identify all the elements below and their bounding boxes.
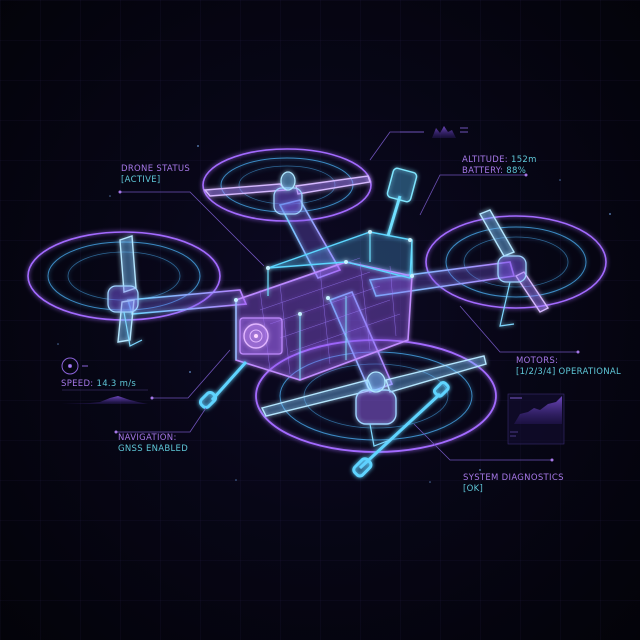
- system-diagnostics-key: SYSTEM DIAGNOSTICS: [463, 473, 564, 483]
- speed-key: SPEED:: [61, 379, 97, 389]
- navigation-key: NAVIGATION:: [118, 433, 177, 443]
- propeller-left: [107, 235, 143, 347]
- callout-navigation: NAVIGATION: GNSS ENABLED: [118, 433, 188, 455]
- drone-status-value: [ACTIVE]: [121, 175, 161, 185]
- target-reticle-icon: [61, 357, 88, 375]
- speed-value: 14.3 m/s: [96, 379, 137, 389]
- camera-icon: [239, 317, 283, 355]
- navigation-value: GNSS ENABLED: [118, 444, 189, 454]
- motors-key: MOTORS:: [516, 356, 559, 366]
- particles: [57, 145, 611, 483]
- battery-line: BATTERY: 88%: [462, 166, 537, 177]
- callout-system-diagnostics: SYSTEM DIAGNOSTICS [OK]: [463, 473, 564, 495]
- altitude-value: 152m: [510, 155, 537, 165]
- altitude-key: ALTITUDE:: [462, 155, 511, 165]
- callout-speed: SPEED: 14.3 m/s: [61, 379, 136, 390]
- propeller-front: [260, 355, 487, 447]
- callout-altitude-battery: ALTITUDE: 152m BATTERY: 88%: [462, 155, 537, 177]
- rotor-disc-right: [425, 215, 607, 309]
- dual-peak-waveform-icon: [400, 126, 468, 138]
- system-diagnostics-value: [OK]: [463, 484, 484, 494]
- battery-value: 88%: [506, 166, 527, 176]
- antenna-icon: [386, 167, 418, 237]
- landing-legs: [198, 360, 450, 478]
- callout-leader-lines: [116, 131, 578, 461]
- speed-waveform: [62, 389, 148, 404]
- callout-dots: [114, 173, 580, 462]
- motors-value: [1/2/3/4] OPERATIONAL: [516, 367, 622, 377]
- altitude-line: ALTITUDE: 152m: [462, 155, 537, 166]
- callout-motors: MOTORS: [1/2/3/4] OPERATIONAL: [516, 356, 621, 378]
- drone-body: [234, 230, 414, 381]
- propeller-top: [203, 171, 371, 215]
- rising-area-chart: [507, 393, 565, 445]
- propeller-right: [478, 209, 550, 327]
- callout-drone-status: DRONE STATUS [ACTIVE]: [121, 164, 190, 186]
- drone-status-key: DRONE STATUS: [121, 164, 191, 174]
- battery-key: BATTERY:: [462, 166, 507, 176]
